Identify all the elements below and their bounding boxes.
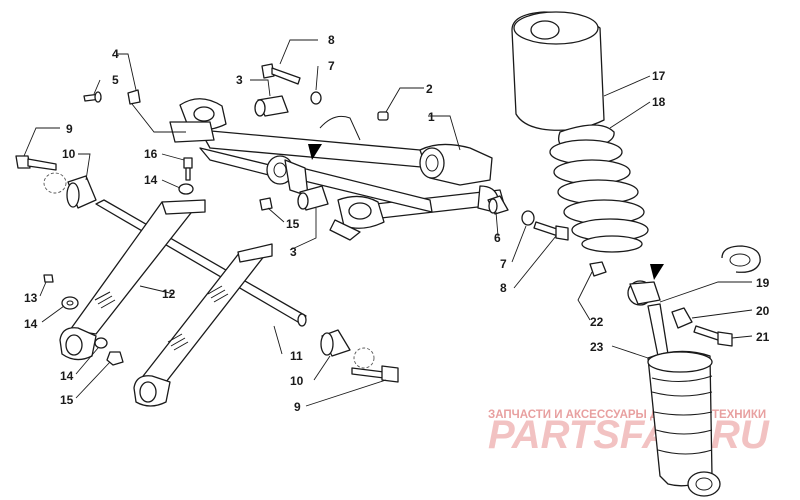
callout-10-top: 10 — [62, 147, 76, 161]
callout-13: 13 — [24, 291, 38, 305]
rear-arm-assembly — [169, 95, 509, 241]
callout-4: 4 — [112, 47, 119, 61]
callout-7-top: 7 — [328, 59, 335, 73]
watermark-caption: ЗАПЧАСТИ И АКСЕССУАРЫ ДЛЯ МОТОТЕХНИКИ — [488, 409, 766, 421]
leader-lines — [23, 39, 753, 407]
callout-18: 18 — [652, 95, 666, 109]
callout-3-top: 3 — [236, 73, 243, 87]
marker-arrow-icon — [650, 264, 664, 280]
spring-cover — [511, 11, 605, 131]
callout-15-lower: 15 — [60, 393, 74, 407]
watermark-logo: PARTSFAN.RU — [488, 413, 770, 457]
shock-absorber — [647, 350, 721, 497]
callout-5: 5 — [112, 73, 119, 87]
callout-19: 19 — [756, 276, 770, 290]
callout-3-lower: 3 — [290, 245, 297, 259]
callout-14-mid: 14 — [144, 173, 158, 187]
callout-12: 12 — [162, 287, 176, 301]
marker-arrow-icon — [308, 144, 322, 160]
callout-8-top: 8 — [328, 33, 335, 47]
small-hardware-left — [43, 157, 273, 366]
callout-17: 17 — [652, 69, 666, 83]
callout-14-left: 14 — [24, 317, 38, 331]
callout-14-lower: 14 — [60, 369, 74, 383]
callout-21: 21 — [756, 330, 770, 344]
callout-15-mid: 15 — [286, 217, 300, 231]
watermark: PARTSFAN.RU ЗАПЧАСТИ И АКСЕССУАРЫ ДЛЯ МО… — [488, 409, 770, 457]
reference-markers — [308, 144, 664, 280]
left-pivot-hardware-bottom — [320, 329, 399, 383]
callout-labels: 1 2 3 3 4 5 6 7 7 8 8 9 9 10 10 11 12 13… — [24, 33, 770, 414]
coil-spring — [549, 124, 649, 253]
callout-1: 1 — [428, 110, 435, 124]
callout-6: 6 — [494, 231, 501, 245]
callout-20: 20 — [756, 304, 770, 318]
callout-8-lower: 8 — [500, 281, 507, 295]
grease-fitting-parts — [83, 89, 141, 105]
callout-9-top: 9 — [66, 122, 73, 136]
linkage-arms — [59, 199, 273, 407]
callout-16: 16 — [144, 147, 158, 161]
callout-9-bottom: 9 — [294, 400, 301, 414]
left-pivot-hardware-top — [15, 155, 97, 209]
callout-23: 23 — [590, 340, 604, 354]
callout-7-lower: 7 — [500, 257, 507, 271]
callout-10-bottom: 10 — [290, 374, 304, 388]
callout-2: 2 — [426, 82, 433, 96]
callout-22: 22 — [590, 315, 604, 329]
right-pivot-hardware — [261, 63, 569, 241]
shock-mount-hardware — [589, 245, 761, 357]
callout-11: 11 — [290, 349, 303, 363]
